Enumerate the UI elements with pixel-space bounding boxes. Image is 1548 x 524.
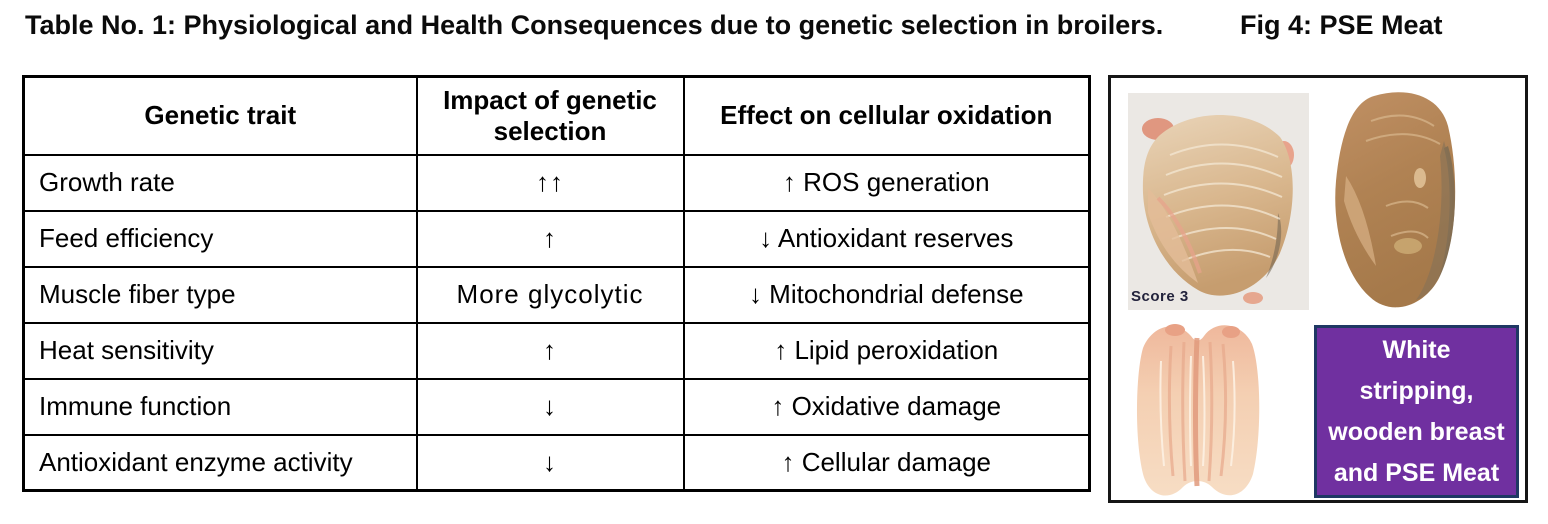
trait-cell: Muscle fiber type (22, 265, 418, 324)
table-row: Immune function ↓ ↑ Oxidative damage (22, 377, 1091, 436)
effect-cell: ↓ Antioxidant reserves (682, 209, 1091, 268)
pse-meat-figure: Score 3 (1108, 75, 1528, 503)
effect-cell: ↑ Lipid peroxidation (682, 321, 1091, 380)
trait-cell: Feed efficiency (22, 209, 418, 268)
header-effect-on-cellular-oxidation: Effect on cellular oxidation (682, 75, 1091, 156)
effect-cell: ↑ ROS generation (682, 153, 1091, 212)
table-row: Antioxidant enzyme activity ↓ ↑ Cellular… (22, 433, 1091, 492)
effect-cell: ↑ Cellular damage (682, 433, 1091, 492)
wooden-breast-illustration (1335, 92, 1456, 308)
table-caption: Table No. 1: Physiological and Health Co… (25, 10, 1164, 40)
impact-cell: ↑↑ (415, 153, 685, 212)
impact-cell: ↑ (415, 321, 685, 380)
callout-line: and PSE Meat (1333, 458, 1500, 487)
impact-cell: More glycolytic (415, 265, 685, 324)
impact-cell: ↓ (415, 377, 685, 436)
callout-line: stripping, (1359, 376, 1474, 405)
wooden-breast-photo (1316, 86, 1466, 314)
chicken-breast-photo-score3: Score 3 (1128, 93, 1309, 310)
broiler-traits-table: Genetic trait Impact of genetic selectio… (22, 75, 1091, 492)
figure-caption: Fig 4: PSE Meat (1240, 10, 1443, 40)
chicken-breast-illustration (1142, 115, 1294, 304)
callout-line: White (1382, 335, 1451, 364)
effect-cell: ↓ Mitochondrial defense (682, 265, 1091, 324)
callout-line: wooden breast (1328, 417, 1505, 446)
table-header-row: Genetic trait Impact of genetic selectio… (22, 75, 1091, 156)
trait-cell: Antioxidant enzyme activity (22, 433, 418, 492)
trait-cell: Immune function (22, 377, 418, 436)
header-genetic-trait: Genetic trait (22, 75, 418, 156)
effect-cell: ↑ Oxidative damage (682, 377, 1091, 436)
trait-cell: Growth rate (22, 153, 418, 212)
pse-fillet-photo (1131, 316, 1264, 500)
header-impact-of-genetic-selection: Impact of genetic selection (415, 75, 685, 156)
trait-cell: Heat sensitivity (22, 321, 418, 380)
table-row: Feed efficiency ↑ ↓ Antioxidant reserves (22, 209, 1091, 268)
pse-fillet-illustration (1136, 324, 1260, 496)
table-row: Growth rate ↑↑ ↑ ROS generation (22, 153, 1091, 212)
impact-cell: ↑ (415, 209, 685, 268)
impact-cell: ↓ (415, 433, 685, 492)
callout-box: White stripping, wooden breast and PSE M… (1314, 325, 1519, 498)
table-row: Heat sensitivity ↑ ↑ Lipid peroxidation (22, 321, 1091, 380)
table-row: Muscle fiber type More glycolytic ↓ Mito… (22, 265, 1091, 324)
score-label: Score 3 (1131, 288, 1189, 305)
